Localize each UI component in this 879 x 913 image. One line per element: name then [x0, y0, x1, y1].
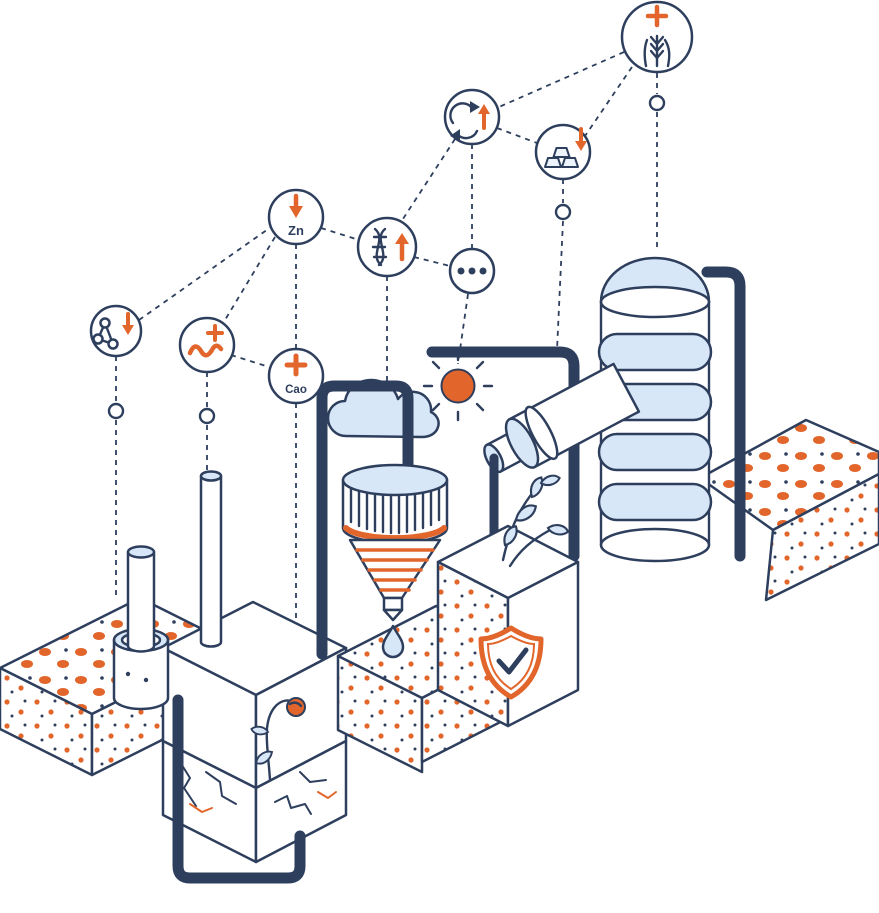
network-links — [107, 51, 666, 618]
cracked-soil-block — [161, 739, 348, 864]
upper-pipe — [426, 346, 580, 562]
wheat-glyph — [643, 34, 671, 68]
shield-check-icon — [478, 625, 544, 700]
funnel-stripes — [355, 548, 435, 592]
plus-glyph — [206, 324, 224, 342]
molecule-decrease-icon — [89, 304, 143, 358]
tall-chimney — [199, 470, 223, 648]
tank-pipe — [701, 266, 746, 562]
plus-glyph — [645, 4, 669, 28]
molecule-glyph — [92, 317, 119, 350]
ellipsis-dots — [457, 267, 487, 275]
water-drop-icon — [381, 624, 405, 659]
connector-dot — [554, 203, 572, 221]
gold-bars-decrease-icon — [534, 123, 592, 181]
funnel-orange-band — [343, 525, 447, 542]
short-chimney — [112, 545, 170, 711]
worm-glyph — [187, 343, 224, 358]
wilted-flower-head — [286, 697, 306, 717]
connector-dot — [198, 407, 216, 425]
connector-dot — [648, 94, 666, 112]
hopper-feed-pipe — [316, 380, 414, 660]
up-arrow-glyph — [395, 233, 409, 262]
wheat-increase-icon — [620, 0, 694, 74]
gold-bars-glyph — [544, 147, 579, 168]
right-soil-slab — [698, 418, 879, 602]
worm-increase-icon — [178, 316, 236, 374]
lower-pipe-bracket — [172, 694, 306, 884]
zinc-decrease-icon: Zn — [267, 188, 325, 246]
checkmark-glyph — [496, 647, 529, 675]
dna-glyph — [371, 227, 388, 267]
cao-label: Cao — [285, 384, 307, 396]
connector-dot — [107, 402, 125, 420]
hopper-funnel — [341, 463, 449, 659]
down-arrow-glyph — [122, 312, 134, 335]
dna-increase-icon — [356, 216, 418, 278]
ellipsis-icon — [448, 247, 496, 295]
sun-icon — [422, 350, 494, 422]
plus-glyph — [284, 353, 308, 377]
wilted-plant — [249, 697, 306, 782]
zinc-label: Zn — [288, 223, 304, 238]
calcium-oxide-increase-icon: Cao — [267, 347, 325, 405]
recycle-glyph — [449, 101, 480, 141]
sprout-leaves — [498, 473, 571, 568]
recycle-increase-icon — [443, 88, 501, 146]
down-arrow-glyph — [289, 193, 303, 218]
up-arrow-glyph — [478, 104, 490, 130]
down-arrow-glyph — [575, 127, 587, 151]
